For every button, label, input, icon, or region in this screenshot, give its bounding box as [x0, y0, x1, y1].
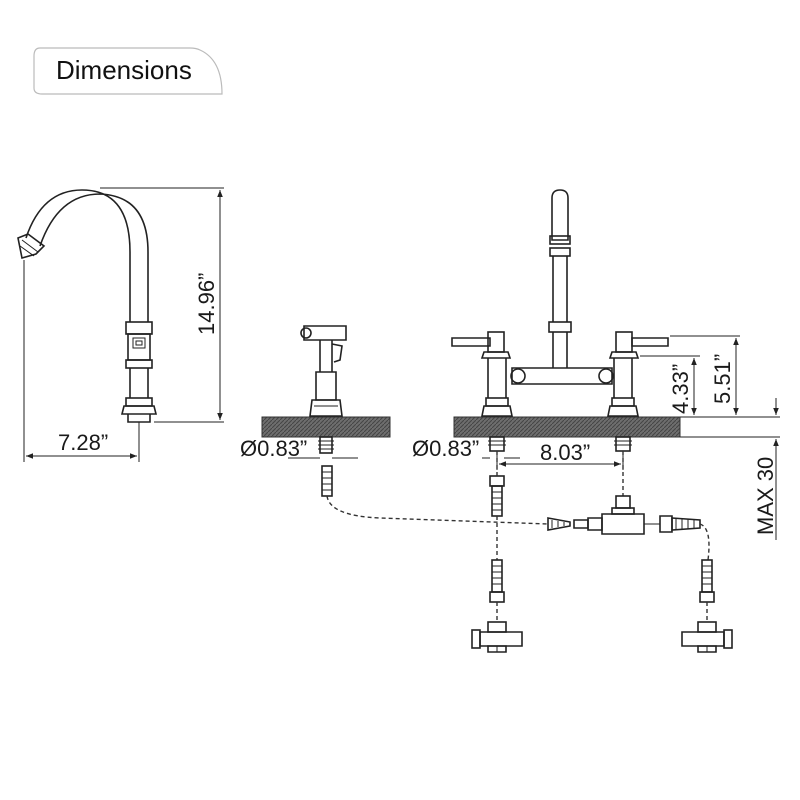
handle-height-label: 4.33”: [668, 364, 693, 414]
spout-side-view: 14.96” 7.28”: [17, 187, 224, 462]
spout-reach-label: 7.28”: [58, 430, 108, 455]
supply-assembly: [471, 451, 733, 653]
side-sprayer: Ø0.83”: [240, 325, 549, 525]
faucet-hole-label: Ø0.83”: [412, 436, 479, 461]
bridge-faucet-front-view: Ø0.83” 8.03” 4.33” 5.51” MAX 30: [412, 189, 780, 540]
max-deck-label: MAX 30: [753, 457, 778, 535]
countertop-right: [453, 416, 681, 438]
page-title: Dimensions: [56, 55, 192, 85]
countertop-left: [261, 416, 391, 438]
dimensions-tab: Dimensions: [33, 47, 223, 95]
sprayer-hole-label: Ø0.83”: [240, 436, 307, 461]
spout-height-label: 14.96”: [194, 273, 219, 335]
body-height-label: 5.51”: [710, 354, 735, 404]
center-spread-label: 8.03”: [540, 440, 590, 465]
